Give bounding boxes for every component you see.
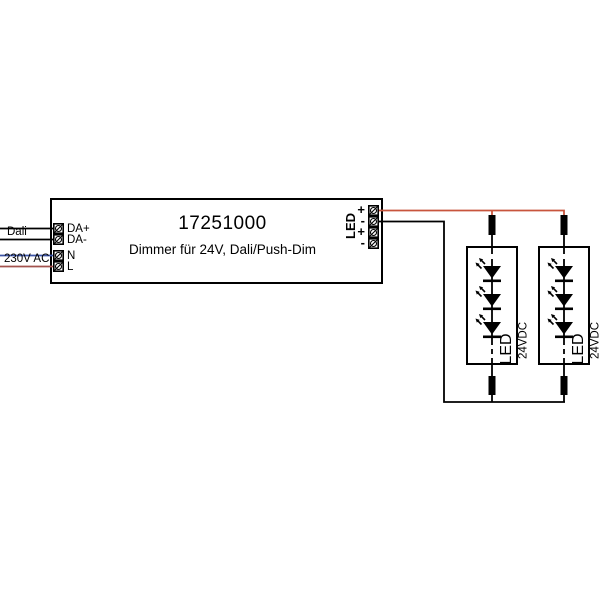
device-model: 17251000 <box>178 213 267 234</box>
strip-2-led-label: LED <box>570 333 587 365</box>
strip-connector-bar <box>488 215 496 235</box>
terminal-label-da-plus: DA+ <box>67 222 90 235</box>
terminal-label-da-minus: DA- <box>67 233 87 246</box>
strip-connector-bar <box>560 376 568 395</box>
terminal-label-neutral: N <box>67 249 76 262</box>
dimmer-box <box>50 198 383 284</box>
terminal-label-line: L <box>67 260 74 273</box>
mains-label: 230V AC <box>4 253 50 265</box>
terminal-line <box>52 260 65 273</box>
strip-2-voltage-label: 24VDC <box>589 321 600 360</box>
dali-bus-label: Dali <box>7 226 27 238</box>
strip-connector-bar <box>560 215 568 235</box>
led-output-label: LED <box>343 213 358 239</box>
wire-led-plus <box>379 209 565 216</box>
terminal-label-plus: + <box>357 202 365 217</box>
terminal-label-plus: + <box>357 224 365 239</box>
wire-led-minus <box>379 220 565 403</box>
strip-1-voltage-label: 24VDC <box>517 321 530 360</box>
strip-connector-bar <box>488 376 496 395</box>
strip-1-led-label: LED <box>498 333 515 365</box>
terminal-label-minus: - <box>360 213 365 228</box>
terminal-label-minus: - <box>360 235 365 250</box>
device-description: Dimmer für 24V, Dali/Push-Dim <box>128 242 317 257</box>
